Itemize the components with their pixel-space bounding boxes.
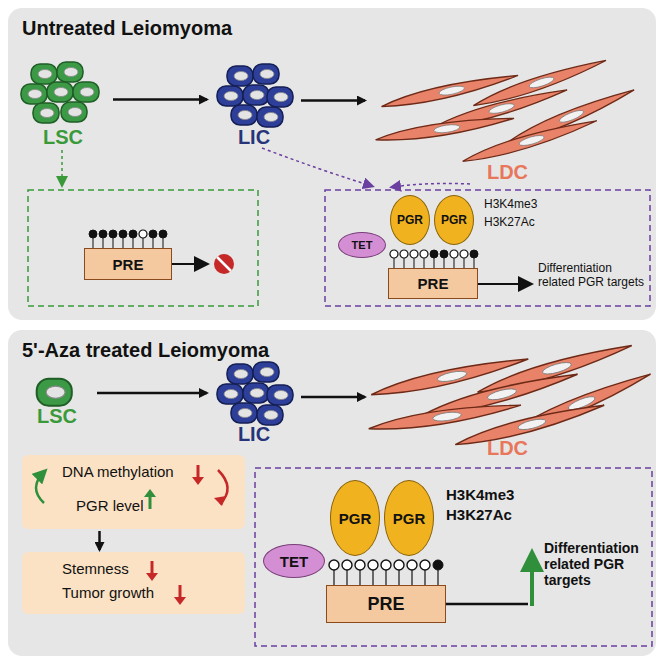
cell-type-label: LSC	[37, 405, 77, 428]
cell-node: LDC	[370, 62, 645, 184]
panel-title: Untreated Leiomyoma	[22, 17, 642, 40]
panel-node: 5'-Aza treated LeiomyomaLSC LIC LDC DNA met…	[8, 330, 656, 656]
node-label: PRE	[367, 594, 404, 615]
effect-box-ground	[22, 455, 245, 529]
histone-mark: H3K4me3	[446, 486, 536, 503]
node-label: PRE	[113, 256, 144, 273]
tet-node: TET	[338, 232, 386, 258]
dashed-leader	[262, 148, 372, 186]
node-label: PGR	[393, 510, 426, 527]
histone-mark: H3K4me3	[484, 198, 564, 212]
node-label: PGR	[441, 213, 467, 227]
pre-node: PRE	[388, 268, 478, 299]
no-entry-symbol	[214, 254, 234, 274]
pre-node: PRE	[326, 585, 446, 623]
effect-text: Tumor growth	[62, 584, 237, 602]
feedback-arrow	[36, 472, 44, 503]
connector-arrow	[301, 396, 365, 399]
dashed-frame	[28, 190, 258, 306]
methyl-marks	[329, 560, 443, 585]
target-note: Differentiation related PGR targets	[538, 262, 648, 290]
lic-cluster	[217, 64, 293, 127]
effect-text: DNA methylation	[62, 463, 237, 481]
dashed-frame	[255, 468, 652, 646]
dashed-leader	[392, 183, 470, 187]
methyl-marks	[390, 250, 478, 268]
node-label: PRE	[418, 275, 449, 292]
dashed-leader	[61, 150, 63, 185]
cell-type-label: LDC	[487, 437, 528, 460]
connector-arrow	[97, 392, 207, 395]
node-label: TET	[280, 553, 308, 570]
tet-node: TET	[263, 544, 325, 578]
cell-type-label: LIC	[238, 423, 270, 446]
lsc-cluster	[21, 62, 99, 123]
panel-ground	[8, 8, 656, 320]
target-note: Differentiation related PGR targets	[544, 540, 652, 588]
node-label: PGR	[397, 213, 423, 227]
cell-node: LSC	[22, 368, 92, 428]
activation-arrow	[478, 283, 530, 285]
dashed-frame	[325, 190, 650, 306]
node-label: PGR	[339, 510, 372, 527]
activation-line	[446, 603, 528, 606]
pgr-node: PGR	[384, 480, 434, 556]
orange-node: StemnessTumor growth	[22, 552, 247, 614]
ldc-spindles	[368, 340, 654, 450]
histone-mark: H3K27Ac	[446, 506, 536, 523]
connector-arrow	[113, 98, 207, 101]
ldc-spindles	[375, 56, 637, 166]
blocked-arrow	[172, 263, 206, 265]
pgr-node: PGR	[434, 195, 474, 245]
cell-type-label: LSC	[43, 126, 83, 149]
cell-type-label: LIC	[238, 126, 270, 149]
panel-ground	[8, 330, 656, 656]
cell-node: LSC	[18, 55, 108, 149]
pgr-node: PGR	[330, 480, 380, 556]
cell-node: LDC	[370, 352, 645, 460]
cell-type-label: LDC	[487, 161, 528, 184]
pgr-node: PGR	[390, 195, 430, 245]
increase-arrow	[530, 556, 534, 606]
node-label: TET	[352, 239, 373, 251]
histone-mark: H3K27Ac	[484, 216, 564, 230]
effect-text: PGR level	[76, 497, 237, 515]
panel-title: 5'-Aza treated Leiomyoma	[22, 339, 642, 362]
lsc-cell	[37, 379, 72, 406]
effect-text: Stemness	[62, 560, 237, 578]
cell-node: LIC	[212, 358, 296, 446]
feedback-arrowhead	[214, 496, 226, 506]
lic-cluster	[217, 362, 293, 425]
connector-arrow	[98, 531, 101, 550]
orange-node: DNA methylationPGR level	[22, 455, 247, 529]
effect-box-ground	[22, 552, 245, 614]
methyl-marks	[89, 230, 167, 248]
cell-node: LIC	[212, 60, 296, 149]
pre-node: PRE	[84, 248, 172, 280]
connector-arrow	[301, 99, 365, 102]
